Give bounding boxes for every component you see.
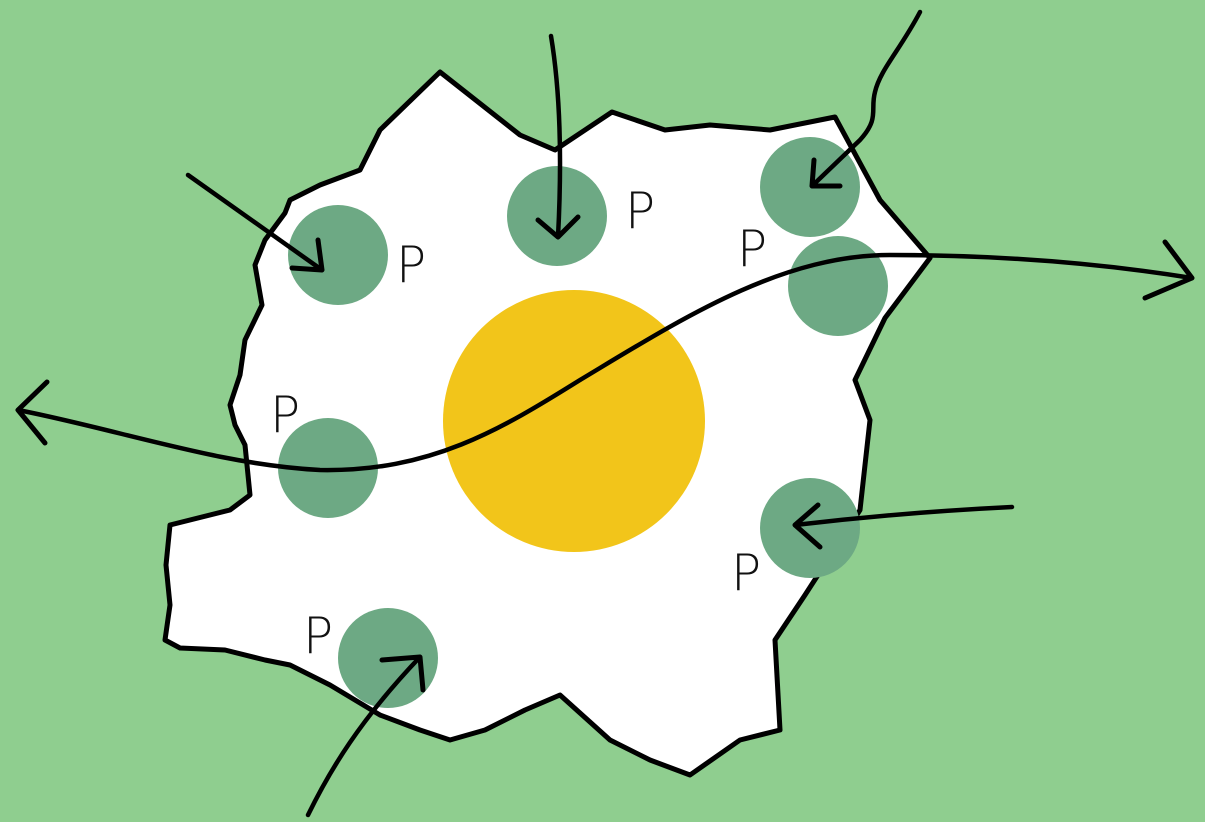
arrow-top-right: [809, 9, 923, 189]
particle-5-label: P: [731, 544, 761, 602]
particle-3b-circle: [788, 236, 888, 336]
central-core: [443, 290, 705, 552]
arrow-through-core: [15, 239, 1195, 473]
particle-2-label: P: [625, 182, 655, 240]
arrow-top-left: [185, 172, 325, 273]
particle-1-label: P: [396, 236, 426, 294]
particle-1-circle: [288, 205, 388, 305]
arrow-right: [792, 502, 1015, 550]
particle-5-circle: [760, 478, 860, 578]
arrow-bottom: [305, 654, 426, 818]
particle-6-label: P: [303, 607, 333, 665]
arrow-top-center: [535, 33, 581, 240]
particle-1: P: [288, 205, 426, 305]
particle-4-label: P: [270, 386, 300, 444]
particle-5: P: [731, 478, 860, 602]
particle-3-label: P: [737, 220, 767, 278]
